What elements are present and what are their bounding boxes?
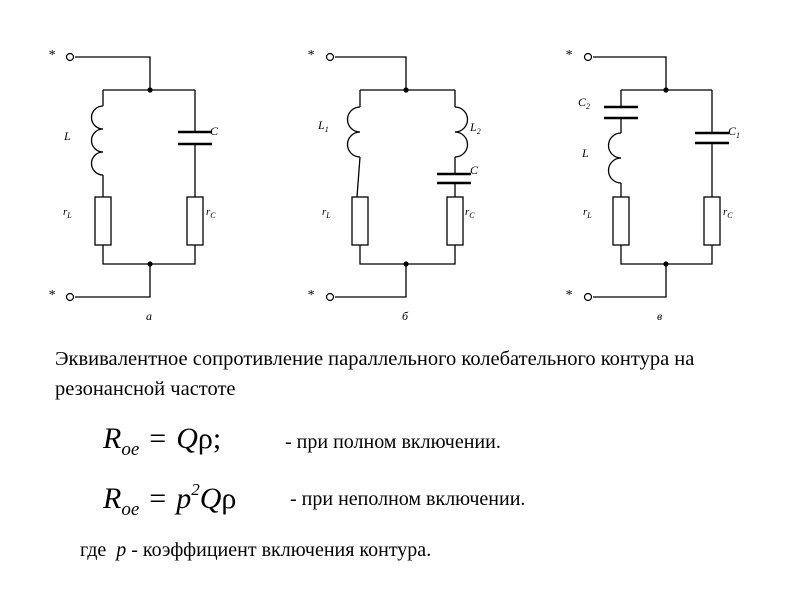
circuit-v-label-rL: rL xyxy=(583,206,592,220)
circuit-a-terminal-bottom xyxy=(65,292,75,302)
circuit-b-label-rL: rL xyxy=(322,206,331,220)
circuit-a-caption: а xyxy=(146,309,152,323)
circuit-a-label-rL: rL xyxy=(63,206,72,220)
circuit-v-terminal-top xyxy=(583,52,593,62)
circuit-v: * * C2 L C1 rL rC в xyxy=(565,48,740,323)
circuit-b-terminal-bottom xyxy=(325,292,335,302)
circuit-v-label-rL-main: r xyxy=(583,206,588,218)
circuit-a-label-rC-sub: C xyxy=(210,211,216,220)
formula2-R-subscript: oe xyxy=(121,499,140,520)
circuit-b-terminal-top-label: * xyxy=(307,48,314,63)
circuit-b-junction-bottom xyxy=(403,261,409,267)
circuit-v-label-rC-main: r xyxy=(723,206,728,218)
circuit-a-resistor-rL xyxy=(94,196,112,246)
formula2-R: R xyxy=(103,482,122,515)
circuit-a-inductor-L xyxy=(90,105,104,176)
circuit-b-resistor-rL xyxy=(351,196,369,246)
circuit-a-terminal-top-label: * xyxy=(48,48,55,63)
formula-partial-inclusion: Roe = p2Qρ xyxy=(103,480,236,521)
circuit-a-label-C: C xyxy=(210,124,219,138)
formula-full-inclusion: Roe = Qρ; xyxy=(103,422,221,461)
circuit-b-inductor-L2 xyxy=(454,106,469,158)
formula1-R-subscript: oe xyxy=(121,439,140,460)
circuit-b-label-L1-sub: 1 xyxy=(325,125,329,134)
circuit-v-inductor-L xyxy=(607,132,622,184)
circuit-v-label-C1: C1 xyxy=(728,124,740,140)
circuit-v-terminal-bottom xyxy=(583,292,593,302)
circuit-b-label-rC-sub: C xyxy=(469,211,475,220)
circuit-v-caption: в xyxy=(657,309,662,323)
circuit-v-label-L: L xyxy=(581,146,589,160)
circuit-v-junction-top xyxy=(663,87,669,93)
formula1-equals: = xyxy=(149,422,167,455)
formula1-note: - при полном включении. xyxy=(285,431,501,453)
circuit-b-label-L2-sub: 2 xyxy=(477,127,481,136)
formula2-Q: Q xyxy=(199,482,222,515)
circuit-a-label-rC: rC xyxy=(206,206,216,220)
formula2-note: - при неполном включении. xyxy=(290,488,526,510)
where-p-symbol: p xyxy=(116,539,127,561)
circuit-b-label-rL-main: r xyxy=(322,206,327,218)
circuit-a-label-rC-main: r xyxy=(206,206,211,218)
circuit-v-resistor-rC xyxy=(703,196,721,246)
circuit-v-label-C1-sub: 1 xyxy=(736,131,740,140)
circuit-v-resistor-rL xyxy=(612,196,630,246)
where-prefix: где xyxy=(80,539,107,561)
circuit-b-resistor-rC xyxy=(446,196,464,246)
circuit-v-label-rC-sub: C xyxy=(727,211,733,220)
circuit-b: * * L1 L2 C rL rC б xyxy=(307,48,481,323)
circuit-v-label-rC: rC xyxy=(723,206,733,220)
circuit-v-label-C1-main: C xyxy=(728,124,737,138)
circuit-b-terminal-bottom-label: * xyxy=(307,288,314,303)
circuit-v-terminal-top-label: * xyxy=(565,48,572,63)
formula2-p: p xyxy=(176,482,192,515)
circuit-a-terminal-top xyxy=(65,52,75,62)
circuit-b-label-rC-main: r xyxy=(465,206,470,218)
circuit-a-wires xyxy=(75,56,196,298)
circuit-a-terminal-bottom-label: * xyxy=(48,288,55,303)
formula1-semicolon: ; xyxy=(212,422,222,455)
where-note: где p - коэффициент включения контура. xyxy=(80,539,431,562)
formula2-rho: ρ xyxy=(221,482,237,515)
circuit-b-label-L2: L2 xyxy=(469,120,481,136)
circuit-v-label-C2: C2 xyxy=(578,95,590,111)
circuit-v-terminal-bottom-label: * xyxy=(565,288,572,303)
circuit-a-resistor-rC xyxy=(186,196,204,246)
description-text: Эквивалентное сопротивление параллельног… xyxy=(55,348,695,400)
circuit-b-label-rL-sub: L xyxy=(325,211,331,220)
circuit-v-junction-bottom xyxy=(663,261,669,267)
circuit-a: * * L C rL rC а xyxy=(48,48,219,323)
circuit-b-inductor-L1 xyxy=(346,106,361,158)
circuit-b-label-L2-main: L xyxy=(469,120,477,134)
where-rest: - коэффициент включения контура. xyxy=(131,539,432,561)
circuit-b-label-rC: rC xyxy=(465,206,475,220)
circuit-b-caption: б xyxy=(402,309,409,323)
formula1-Q: Q xyxy=(176,422,198,455)
circuit-diagrams: * * L C rL rC а * * L1 L2 C rL rC б xyxy=(48,48,740,323)
circuit-a-label-L: L xyxy=(63,129,71,143)
circuit-b-wires xyxy=(335,56,456,298)
formula2-equals: = xyxy=(149,482,167,515)
circuit-v-label-rL-sub: L xyxy=(586,211,592,220)
circuit-b-label-L1: L1 xyxy=(317,118,329,134)
circuit-a-label-rL-sub: L xyxy=(66,211,72,220)
circuit-a-junction-top xyxy=(147,87,153,93)
circuit-b-label-C: C xyxy=(470,163,479,177)
formula1-rho: ρ xyxy=(197,422,213,455)
circuit-b-terminal-top xyxy=(325,52,335,62)
circuit-b-label-L1-main: L xyxy=(317,118,325,132)
formula2-p-exponent: 2 xyxy=(191,480,200,499)
circuit-b-junction-top xyxy=(403,87,409,93)
circuit-a-junction-bottom xyxy=(147,261,153,267)
circuit-v-label-C2-sub: 2 xyxy=(586,102,590,111)
circuit-v-label-C2-main: C xyxy=(578,95,587,109)
formula1-R: R xyxy=(103,422,122,455)
circuit-a-label-rL-main: r xyxy=(63,206,68,218)
